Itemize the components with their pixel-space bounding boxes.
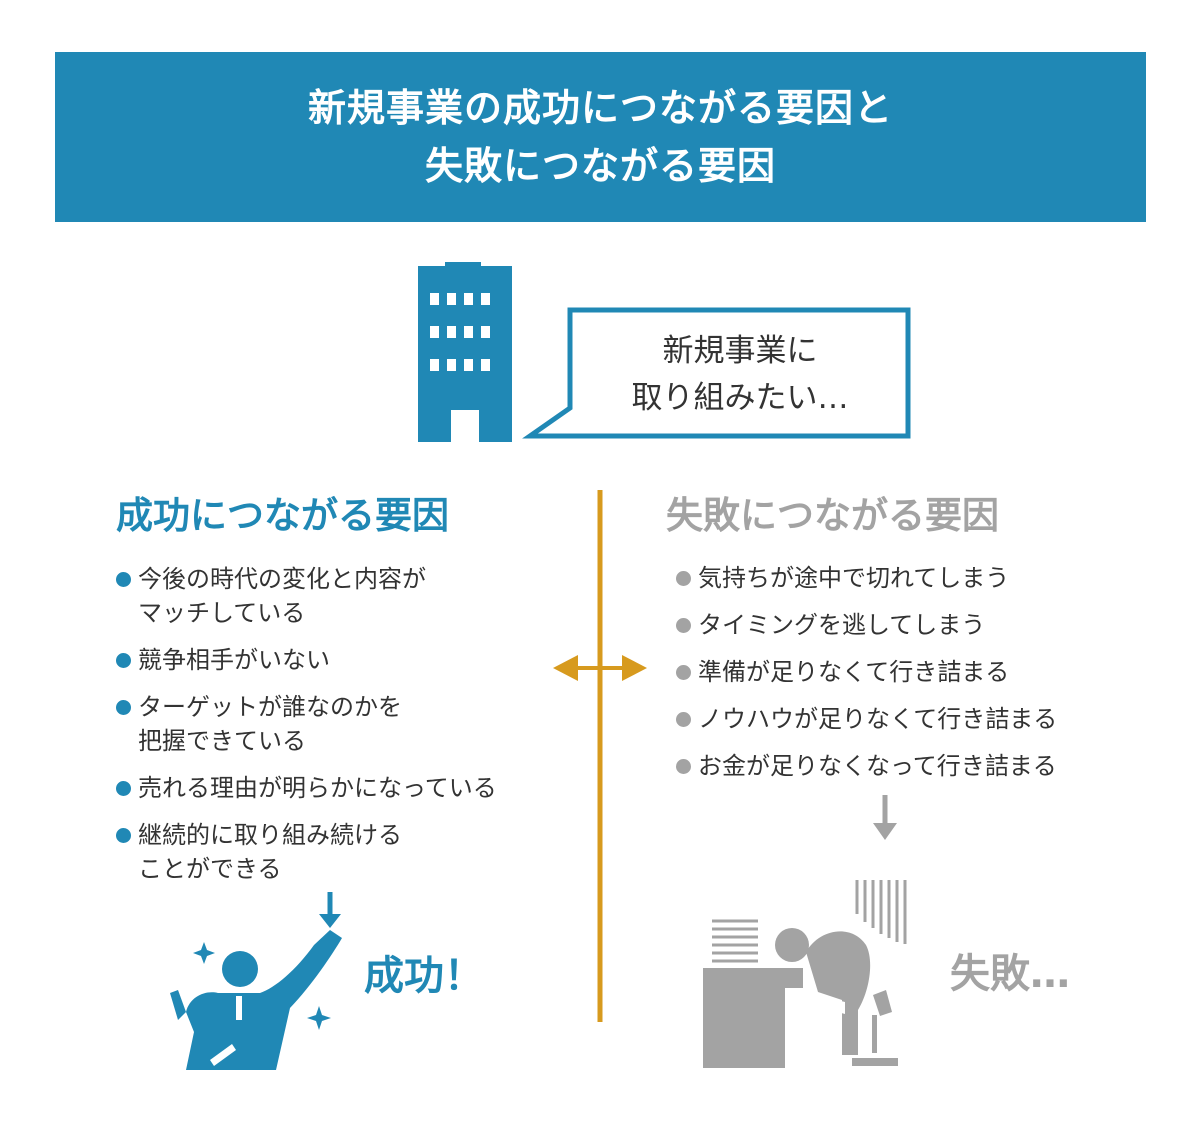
success-factor-line: マッチしている [138,599,306,627]
failure-factor-item: タイミングを逃してしまう [676,608,1057,642]
slumped-worker-at-desk-icon [703,880,907,1068]
speech-line-1: 新規事業に [662,333,818,369]
success-factor-line: 競争相手がいない [138,646,330,674]
right-arrow-icon [622,655,647,681]
success-down-arrow-icon [319,892,341,928]
success-factor-list: 今後の時代の変化と内容が マッチしている 競争相手がいない ターゲットが誰なのか… [116,562,497,899]
failure-factor-item: 準備が足りなくて行き詰まる [676,655,1057,689]
failure-factor-item: ノウハウが足りなくて行き詰まる [676,702,1057,736]
failure-result-label: 失敗… [950,951,1070,997]
failure-factor-item: 気持ちが途中で切れてしまう [676,561,1057,595]
success-factor-item: 競争相手がいない [116,643,497,677]
success-factor-line: 今後の時代の変化と内容が [138,565,426,593]
success-factor-line: 売れる理由が明らかになっている [138,774,497,802]
success-factor-item: ターゲットが誰なのかを 把握できている [116,690,497,758]
speech-line-2: 取り組みたい… [631,380,849,416]
failure-heading: 失敗につながる要因 [666,494,999,537]
success-result-label: 成功！ [364,953,484,999]
failure-factor-item: お金が足りなくなって行き詰まる [676,749,1057,783]
success-factor-item: 今後の時代の変化と内容が マッチしている [116,562,497,630]
divider [570,490,630,1022]
speech-bubble-text: 新規事業に 取り組みたい… [575,320,905,430]
success-factor-line: ことができる [138,855,282,883]
success-factor-line: 継続的に取り組み続ける [138,821,402,849]
title-line-2: 失敗につながる要因 [424,144,776,188]
left-arrow-icon [553,655,578,681]
success-factor-item: 継続的に取り組み続ける ことができる [116,818,497,886]
celebrating-businessman-icon [170,930,342,1070]
success-factor-line: 把握できている [138,727,306,755]
failure-factor-list: 気持ちが途中で切れてしまう タイミングを逃してしまう 準備が足りなくて行き詰まる… [676,561,1057,796]
failure-down-arrow-icon [873,795,897,840]
success-heading: 成功につながる要因 [116,494,449,537]
office-building-icon [418,262,512,442]
title-line-1: 新規事業の成功につながる要因と [307,86,893,130]
speech-bubble [522,307,911,439]
title-banner: 新規事業の成功につながる要因と 失敗につながる要因 [55,52,1146,222]
success-factor-item: 売れる理由が明らかになっている [116,771,497,805]
success-factor-line: ターゲットが誰なのかを [138,693,402,721]
